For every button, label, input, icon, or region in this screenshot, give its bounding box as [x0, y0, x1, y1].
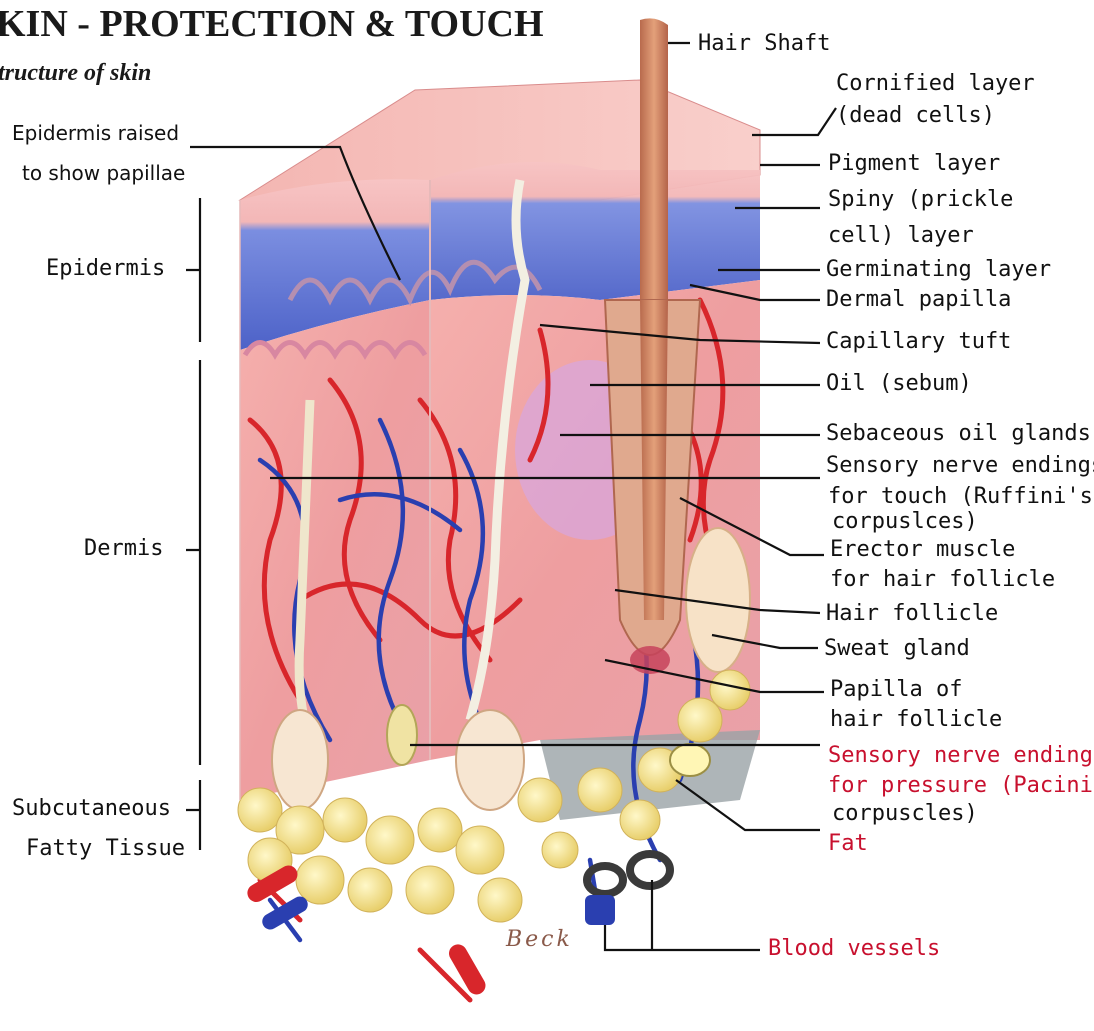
label-spiny-layer-2: cell) layer [828, 223, 974, 248]
diagram-subtitle: tructure of skin [0, 60, 151, 86]
label-blood-vessels: Blood vessels [768, 936, 940, 961]
label-sensory-touch-3: corpuslces) [832, 509, 978, 534]
label-erector-muscle: Erector muscle [830, 537, 1015, 562]
label-papilla-follicle: Papilla of [830, 677, 962, 702]
label-subcutaneous: Subcutaneous [12, 796, 171, 821]
label-fat: Fat [828, 831, 868, 856]
skin-block-illustration [238, 18, 760, 1000]
diagram-title: KIN - PROTECTION & TOUCH [0, 3, 544, 45]
label-pigment-layer: Pigment layer [828, 151, 1000, 176]
label-oil-sebum: Oil (sebum) [826, 371, 972, 396]
label-cornified-layer: Cornified layer [836, 71, 1035, 96]
label-epidermis-raised: Epidermis raised [12, 121, 179, 145]
label-epidermis-raised-2: to show papillae [22, 161, 185, 185]
label-dermal-papilla: Dermal papilla [826, 287, 1011, 312]
label-epidermis: Epidermis [46, 256, 165, 281]
label-papilla-follicle-2: hair follicle [830, 707, 1002, 732]
label-sweat-gland: Sweat gland [824, 636, 970, 661]
label-sensory-touch: Sensory nerve endings [826, 453, 1094, 478]
label-hair-follicle: Hair follicle [826, 601, 998, 626]
label-dermis: Dermis [84, 536, 163, 561]
label-spiny-layer: Spiny (prickle [828, 187, 1013, 212]
label-sensory-pressure-3: corpuscles) [832, 801, 978, 826]
label-erector-muscle-2: for hair follicle [830, 567, 1055, 592]
label-hair-shaft: Hair Shaft [698, 31, 830, 56]
label-sensory-pressure: Sensory nerve endings [828, 743, 1094, 768]
label-germinating-layer: Germinating layer [826, 257, 1051, 282]
artist-signature: Beck [505, 927, 573, 952]
label-sensory-touch-2: for touch (Ruffini's [828, 484, 1093, 509]
label-fatty-tissue: Fatty Tissue [26, 836, 185, 861]
label-sebaceous-glands: Sebaceous oil glands [826, 421, 1091, 446]
label-sensory-pressure-2: for pressure (Pacini's [828, 773, 1094, 798]
label-capillary-tuft: Capillary tuft [826, 329, 1011, 354]
label-dead-cells: (dead cells) [836, 103, 995, 128]
